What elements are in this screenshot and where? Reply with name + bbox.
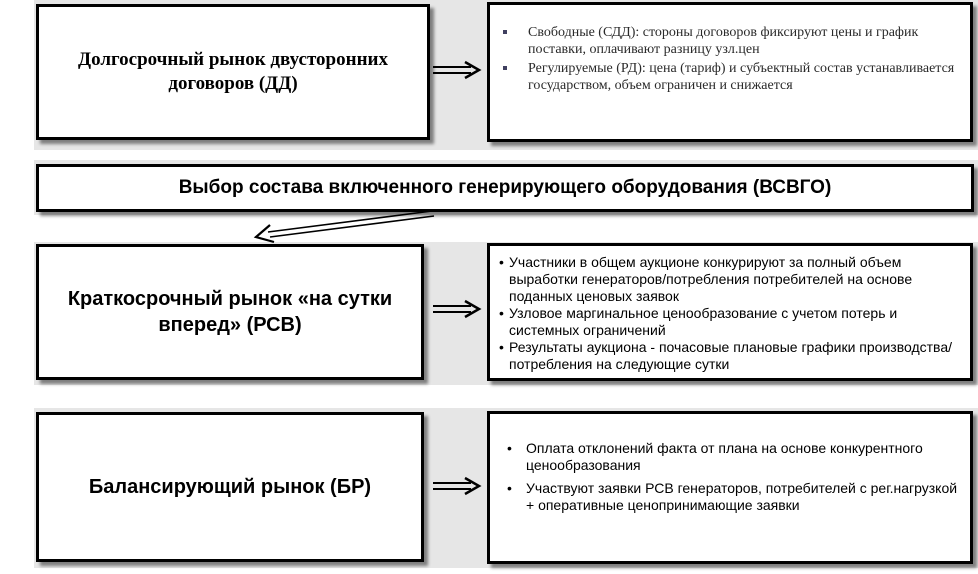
rsv-details-list: • Участники в общем аукционе конкурируют… <box>496 254 962 373</box>
br-arrow <box>433 476 482 496</box>
list-item: • Участвуют заявки РСВ генераторов, потр… <box>496 480 960 514</box>
dd-details-box: Свободные (СДД): стороны договоров фикси… <box>487 2 973 142</box>
dd-market-box: Долгосрочный рынок двусторонних договоро… <box>36 4 430 140</box>
list-item: • Оплата отклонений факта от плана на ос… <box>496 440 960 474</box>
vsvgo-to-rsv-arrow <box>253 210 435 244</box>
rsv-details-box: • Участники в общем аукционе конкурируют… <box>487 243 973 381</box>
bullet-icon: • <box>499 305 504 321</box>
dd-market-title: Долгосрочный рынок двусторонних договоро… <box>78 49 388 94</box>
br-market-title: Балансирующий рынок (БР) <box>88 476 372 498</box>
bullet-icon: • <box>499 339 504 355</box>
rsv-market-box: Краткосрочный рынок «на сутки вперед» (Р… <box>36 244 424 380</box>
vsvgo-title: Выбор состава включенного генерирующего … <box>178 177 832 198</box>
dd-arrow <box>433 60 482 80</box>
br-bullet-text: Участвуют заявки РСВ генераторов, потреб… <box>526 480 958 513</box>
dd-bullet-text: Регулируемые (РД): цена (тариф) и субъек… <box>528 61 955 93</box>
bullet-icon: • <box>507 440 512 456</box>
rsv-market-title: Краткосрочный рынок «на сутки вперед» (Р… <box>67 288 393 336</box>
square-bullet-icon <box>503 30 507 34</box>
rsv-arrow <box>433 299 482 319</box>
list-item: • Узловое маргинальное ценообразование с… <box>496 305 962 339</box>
bullet-icon: • <box>499 254 504 270</box>
br-market-box: Балансирующий рынок (БР) <box>36 412 424 562</box>
br-details-box: • Оплата отклонений факта от плана на ос… <box>487 411 973 564</box>
br-details-list: • Оплата отклонений факта от плана на ос… <box>496 440 960 514</box>
square-bullet-icon <box>503 66 507 70</box>
list-item: Свободные (СДД): стороны договоров фикси… <box>490 24 964 58</box>
dd-bullet-text: Свободные (СДД): стороны договоров фикси… <box>528 25 919 57</box>
rsv-bullet-text: Участники в общем аукционе конкурируют з… <box>509 254 913 304</box>
vsvgo-box: Выбор состава включенного генерирующего … <box>36 164 974 212</box>
rsv-bullet-text: Узловое маргинальное ценообразование с у… <box>509 305 898 338</box>
list-item: Регулируемые (РД): цена (тариф) и субъек… <box>490 60 964 94</box>
list-item: • Участники в общем аукционе конкурируют… <box>496 254 962 305</box>
list-item: • Результаты аукциона - почасовые планов… <box>496 339 962 373</box>
br-bullet-text: Оплата отклонений факта от плана на осно… <box>526 440 923 473</box>
dd-details-list: Свободные (СДД): стороны договоров фикси… <box>490 24 964 94</box>
rsv-bullet-text: Результаты аукциона - почасовые плановые… <box>509 339 952 372</box>
bullet-icon: • <box>507 480 512 496</box>
